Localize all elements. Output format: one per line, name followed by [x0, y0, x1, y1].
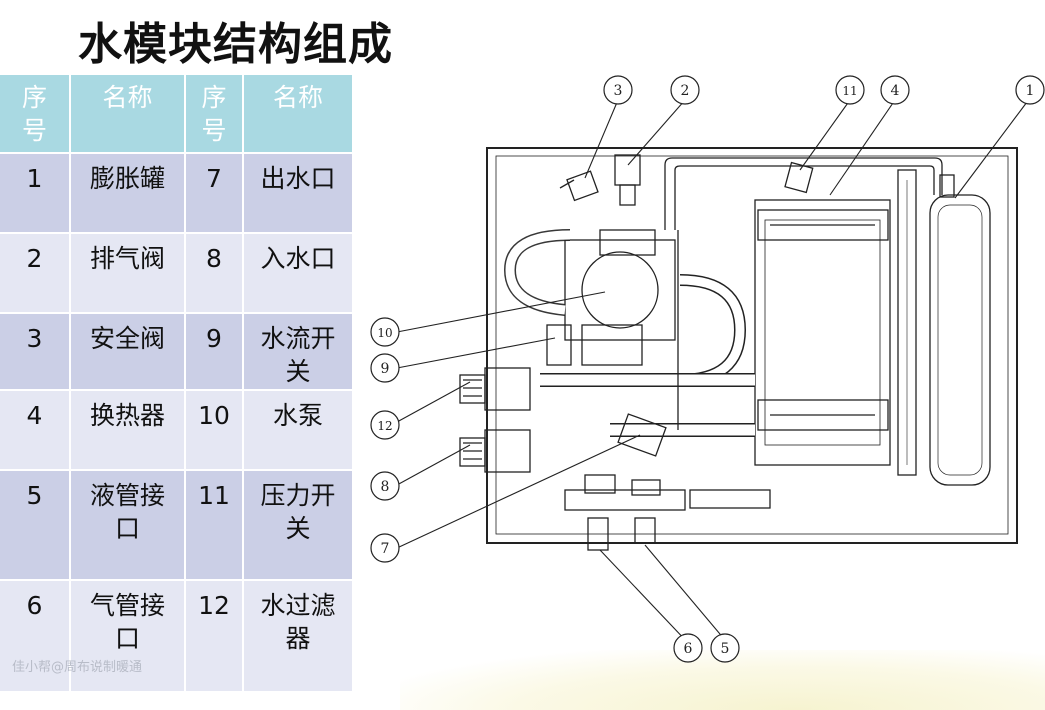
- cell-name: 气管接 口: [70, 580, 186, 693]
- cell-no: 5: [0, 470, 71, 581]
- table-header-row: 序 号 名称 序 号 名称: [0, 75, 354, 154]
- cell-no: 2: [0, 233, 71, 314]
- heat-exchanger-icon: [754, 199, 891, 466]
- cell-name: 压力开 关: [243, 470, 354, 581]
- cell-no: 4: [0, 390, 71, 471]
- cell-name: 换热器: [70, 390, 186, 471]
- callout-3: 3: [614, 83, 623, 99]
- water-filter-icon: [617, 413, 667, 457]
- cell-name: 安全阀: [70, 313, 186, 391]
- callout-markers: [370, 75, 1045, 663]
- callout-1: 1: [1026, 83, 1035, 99]
- cell-no: 9: [185, 313, 244, 391]
- callout-4: 4: [891, 83, 900, 99]
- cell-no: 12: [185, 580, 244, 693]
- safety-valve-icon: [559, 170, 599, 202]
- pressure-switch-icon: [784, 161, 814, 194]
- callout-8: 8: [381, 479, 390, 495]
- table-row: 6 气管接 口 12 水过滤 器: [0, 580, 354, 693]
- header-no-2: 序 号: [185, 75, 244, 154]
- module-frame: [486, 147, 1018, 544]
- callout-7: 7: [381, 541, 390, 557]
- cell-name: 入水口: [243, 233, 354, 314]
- cell-name: 液管接 口: [70, 470, 186, 581]
- cell-no: 1: [0, 153, 71, 234]
- callout-10: 10: [377, 326, 392, 340]
- module-inner-frame: [495, 155, 1009, 535]
- cell-no: 11: [185, 470, 244, 581]
- pipe-connectors-icon: [564, 474, 771, 551]
- component-table: 序 号 名称 序 号 名称 1 膨胀罐 7 出水口 2 排气阀 8 入水口 3 …: [0, 75, 354, 693]
- callout-5: 5: [721, 641, 730, 657]
- cell-name: 出水口: [243, 153, 354, 234]
- water-module-diagram: 1 2 3 4 5 6 7 8 9 10 11 12: [370, 75, 1045, 663]
- table-row: 3 安全阀 9 水流开 关: [0, 313, 354, 391]
- cell-no: 10: [185, 390, 244, 471]
- cell-name: 排气阀: [70, 233, 186, 314]
- watermark: 佳小帮@周布说制暖通: [12, 660, 143, 675]
- cell-no: 3: [0, 313, 71, 391]
- cell-name: 水泵: [243, 390, 354, 471]
- callout-6: 6: [684, 641, 693, 657]
- side-rail: [897, 169, 917, 476]
- expansion-tank-icon: [929, 174, 991, 486]
- top-pipe: [664, 157, 943, 230]
- callout-9: 9: [381, 361, 390, 377]
- cell-no: 6: [0, 580, 71, 693]
- cell-no: 8: [185, 233, 244, 314]
- callout-11: 11: [842, 84, 857, 98]
- water-outlet-icon: [459, 429, 531, 473]
- table-row: 2 排气阀 8 入水口: [0, 233, 354, 314]
- water-inlet-icon: [459, 367, 531, 411]
- page-title: 水模块结构组成: [78, 19, 393, 70]
- cell-name: 膨胀罐: [70, 153, 186, 234]
- air-vent-icon: [614, 154, 641, 206]
- cell-no: 7: [185, 153, 244, 234]
- cell-name: 水流开 关: [243, 313, 354, 391]
- flow-switch-icon: [546, 324, 572, 366]
- header-name-2: 名称: [243, 75, 354, 154]
- table-row: 5 液管接 口 11 压力开 关: [0, 470, 354, 581]
- callout-2: 2: [681, 83, 690, 99]
- callout-12: 12: [377, 419, 392, 433]
- water-pump-icon: [564, 229, 676, 366]
- table-row: 4 换热器 10 水泵: [0, 390, 354, 471]
- table-row: 1 膨胀罐 7 出水口: [0, 153, 354, 234]
- header-name-1: 名称: [70, 75, 186, 154]
- header-no-1: 序 号: [0, 75, 71, 154]
- cell-name: 水过滤 器: [243, 580, 354, 693]
